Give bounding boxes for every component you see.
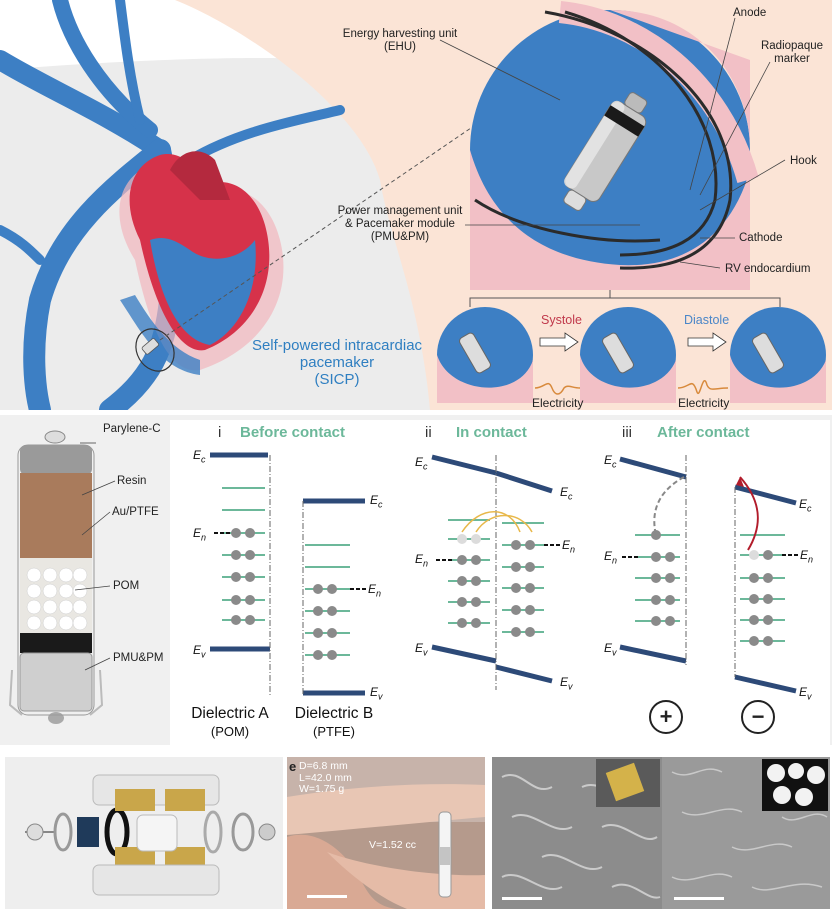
en-label-1: En (193, 526, 207, 543)
en-label-5: En (604, 549, 618, 566)
hook-label: Hook (790, 155, 817, 167)
heart (119, 151, 284, 375)
parylene-label: Parylene-C (103, 423, 161, 435)
ev-label-1: Ev (193, 643, 206, 660)
cathode-label: Cathode (739, 232, 783, 244)
en-label-3: En (415, 552, 429, 569)
exploded-view (25, 774, 276, 896)
top-panel: Energy harvesting unit(EHU) Anode Radiop… (0, 0, 832, 410)
systole-label: Systole (541, 313, 582, 327)
ec-label-5: Ec (604, 453, 617, 470)
dielectric-a-label: Dielectric A(POM) (191, 705, 269, 739)
rv-label: RV endocardium (725, 263, 811, 275)
minus-icon: − (751, 704, 765, 729)
sem-panel-f: f (492, 757, 830, 909)
device-volume: V=1.52 cc (369, 839, 416, 851)
anode-label: Anode (733, 7, 767, 19)
pom-label: POM (113, 580, 140, 592)
electricity-label-1: Electricity (532, 396, 584, 410)
pmu-pm-label: PMU&PM (113, 652, 164, 664)
finger-photo (287, 757, 485, 909)
band-panel-contact (431, 454, 560, 690)
phase-arrows (539, 332, 727, 352)
pmu-label: Power management unit& Pacemaker module(… (337, 205, 463, 243)
zoom-circle (470, 1, 759, 290)
au-ptfe-label: Au/PTFE (112, 506, 159, 518)
exploded-view-panel (5, 757, 283, 909)
ec-label-4: Ec (560, 485, 573, 502)
in-contact-title: In contact (456, 424, 527, 441)
ec-label-1: Ec (193, 448, 206, 465)
vessels (0, 0, 345, 410)
roman-ii: ii (425, 424, 432, 441)
ev-label-3: Ev (415, 641, 428, 658)
device-render (8, 430, 104, 724)
band-panel-before (210, 452, 366, 696)
energy-band-diagram (210, 452, 798, 734)
before-contact-title: Before contact (240, 424, 346, 441)
ev-label-2: Ev (370, 685, 383, 702)
ec-label-6: Ec (799, 497, 812, 514)
en-label-2: En (368, 582, 382, 599)
ec-label-3: Ec (415, 455, 428, 472)
roman-i: i (218, 424, 222, 441)
en-label-6: En (800, 548, 814, 565)
panel-e-letter: e (289, 759, 297, 774)
device-panel: Parylene-C Resin Au/PTFE POM PMU&PM i Be… (0, 415, 832, 745)
ev-label-6: Ev (799, 685, 812, 702)
resin-label: Resin (117, 475, 147, 487)
top-illustration (0, 0, 832, 410)
after-contact-title: After contact (657, 424, 750, 441)
roman-iii: iii (622, 424, 632, 441)
band-panel-after (619, 455, 798, 734)
electricity-label-2: Electricity (678, 396, 730, 410)
dielectric-b-label: Dielectric B(PTFE) (294, 705, 374, 739)
en-label-4: En (562, 538, 576, 555)
ev-label-5: Ev (604, 641, 617, 658)
diastole-label: Diastole (684, 313, 730, 327)
sem-images (492, 757, 830, 909)
ec-label-2: Ec (370, 493, 383, 510)
cycle-circles (437, 307, 826, 403)
ev-label-4: Ev (560, 675, 573, 692)
plus-icon: + (659, 704, 673, 729)
ehu-label: Energy harvesting unit(EHU) (342, 28, 458, 53)
